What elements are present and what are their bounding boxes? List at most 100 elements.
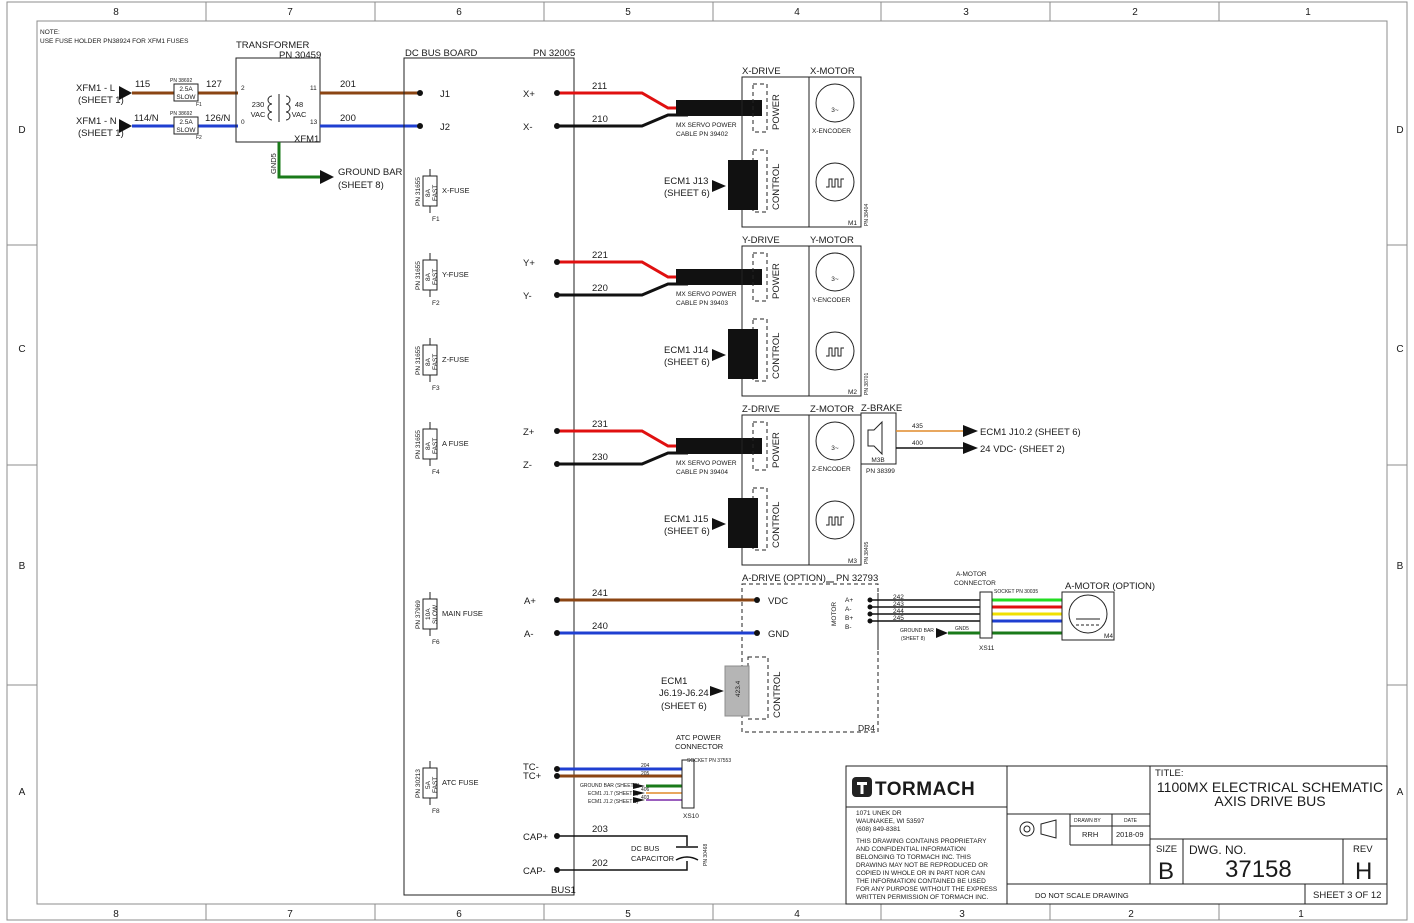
- atc-title: ATC POWER: [676, 733, 721, 742]
- fuse-3-ref: F3: [432, 385, 440, 392]
- wire-200: 200: [340, 113, 356, 124]
- y-power-label: POWER: [771, 263, 782, 299]
- fuse-4-ref: F4: [432, 469, 440, 476]
- wire-203: 203: [592, 824, 608, 835]
- wire-126n: 126/N: [205, 113, 230, 124]
- tb-drawn-by-label: DRAWN BY: [1074, 818, 1101, 824]
- tb-size: B: [1158, 858, 1174, 885]
- x-power-port: [752, 83, 768, 133]
- col-label-4-top: 4: [794, 7, 800, 18]
- adrive-pn: PN 32793: [836, 573, 878, 584]
- fuse-1-body: [422, 175, 438, 207]
- adrive-box: [741, 583, 879, 733]
- wire-240: 240: [592, 621, 608, 632]
- fuse-5-body: [422, 598, 438, 630]
- wire-y-minus: 220: [592, 283, 608, 294]
- atc-wire-204: 204: [641, 763, 650, 769]
- z-drive-title: Z-DRIVE: [742, 404, 780, 415]
- tb-date: 2018-09: [1116, 830, 1144, 839]
- fuse-4-rating: 8A: [425, 441, 432, 450]
- y-drive-title: Y-DRIVE: [742, 235, 780, 246]
- fuse-1-type: FAST: [432, 185, 439, 201]
- a-wire-243: 243: [893, 601, 904, 608]
- y-control-label: CONTROL: [771, 333, 782, 379]
- fuse-f2-pn: PN 38692: [170, 111, 192, 117]
- ground-bar-arrow-icon: [320, 170, 334, 184]
- atc-ecm-b: ECM1 J1.2 (SHEET 6): [588, 799, 639, 805]
- z-plus-label: Z+: [523, 427, 535, 438]
- fuse-4-type: FAST: [432, 438, 439, 454]
- y-motor-box: [808, 245, 862, 397]
- y-motor-title: Y-MOTOR: [810, 235, 854, 246]
- z-control-label: CONTROL: [771, 502, 782, 548]
- fuse-5-type: SLOW: [432, 604, 439, 624]
- atc-tc-minus: TC-: [523, 762, 539, 773]
- tb-dwg: 37158: [1225, 856, 1292, 883]
- x-minus-label: X-: [523, 122, 533, 133]
- xfm1-l-label: XFM1 - L: [76, 83, 115, 94]
- y-motor-pn: PN 38701: [864, 373, 870, 395]
- row-label-C-left: C: [18, 344, 25, 355]
- fuse-5-name: MAIN FUSE: [442, 609, 483, 618]
- fuse-2-ref: F2: [432, 300, 440, 307]
- a-motor-box: [1061, 591, 1115, 641]
- y-cable-label: MX SERVO POWER: [676, 291, 737, 298]
- wire-z-plus: 231: [592, 419, 608, 430]
- projection-symbol-icon: [1019, 821, 1035, 837]
- col-label-7-bottom: 7: [287, 909, 293, 920]
- xfm-pin-0: 0: [241, 119, 245, 126]
- z-motor-title: Z-MOTOR: [810, 404, 854, 415]
- fuse-f1-type: SLOW: [176, 94, 196, 101]
- z-brake: Z-BRAKE M3B PN 38399 435 400 ECM1 J10.2 …: [860, 403, 1081, 475]
- col-label-5-top: 5: [625, 7, 631, 18]
- wire-y-plus: 221: [592, 250, 608, 261]
- fuse-6-pn: PN 30213: [415, 769, 422, 798]
- x-motor-icon: [815, 83, 855, 123]
- fuse-6-ref: F8: [432, 808, 440, 815]
- adrive-ecm-connector: [724, 665, 750, 717]
- wire-x-plus: 211: [592, 81, 607, 92]
- a-connector-title: A-MOTOR: [956, 571, 987, 578]
- col-label-1-bottom: 1: [1298, 909, 1304, 920]
- busboard-box: [403, 57, 575, 896]
- x-ecm-connector: [728, 160, 758, 210]
- row-label-B-right: B: [1397, 561, 1404, 572]
- wire-400: 400: [912, 440, 923, 447]
- xfm1-n-label: XFM1 - N: [76, 116, 117, 127]
- a-drive-section: A-DRIVE (OPTION) PN 32793 DR4 A+ A- 241 …: [524, 571, 1155, 733]
- y-ecm-label: ECM1 J14: [664, 345, 708, 356]
- ground-bar-label: GROUND BAR: [338, 167, 403, 178]
- tb-rev: H: [1355, 858, 1372, 885]
- y-minus-label: Y-: [523, 291, 532, 302]
- tormach-logo: TORMACH: [875, 779, 975, 800]
- x-cable-label: MX SERVO POWER: [676, 122, 737, 129]
- wire-241: 241: [592, 588, 608, 599]
- tb-title-2: AXIS DRIVE BUS: [1214, 793, 1325, 809]
- fuse-3-pn: PN 31655: [415, 346, 422, 375]
- wire-201: 201: [340, 79, 356, 90]
- busboard-ref: BUS1: [551, 885, 576, 896]
- xfm-gnd-label: GND5: [269, 153, 278, 174]
- fuse-f1-rating: 2.5A: [179, 86, 193, 93]
- fuse-1-pn: PN 31655: [415, 177, 422, 206]
- atc-wire-205: 205: [641, 771, 650, 777]
- a-plus-label: A+: [524, 596, 536, 607]
- wire-114n: 114/N: [134, 113, 159, 124]
- busboard-title: DC BUS BOARD: [405, 48, 477, 59]
- atc-sub: CONNECTOR: [675, 742, 724, 751]
- z-encoder-label: Z-ENCODER: [812, 466, 851, 473]
- x-motor-box: [808, 76, 862, 228]
- fuse-2-pn: PN 31655: [415, 261, 422, 290]
- drawing-frame: 8 7 6 5 4 3 2 1 8 7 6 5 4 3 2 1 D C B A …: [6, 1, 1408, 921]
- col-label-2-top: 2: [1132, 7, 1138, 18]
- y-power-port: [752, 252, 768, 302]
- y-plus-label: Y+: [523, 258, 535, 269]
- a-connector-sub: CONNECTOR: [954, 580, 996, 587]
- col-label-8-bottom: 8: [113, 909, 119, 920]
- y-encoder-icon: [815, 331, 855, 371]
- tb-size-label: SIZE: [1156, 844, 1177, 855]
